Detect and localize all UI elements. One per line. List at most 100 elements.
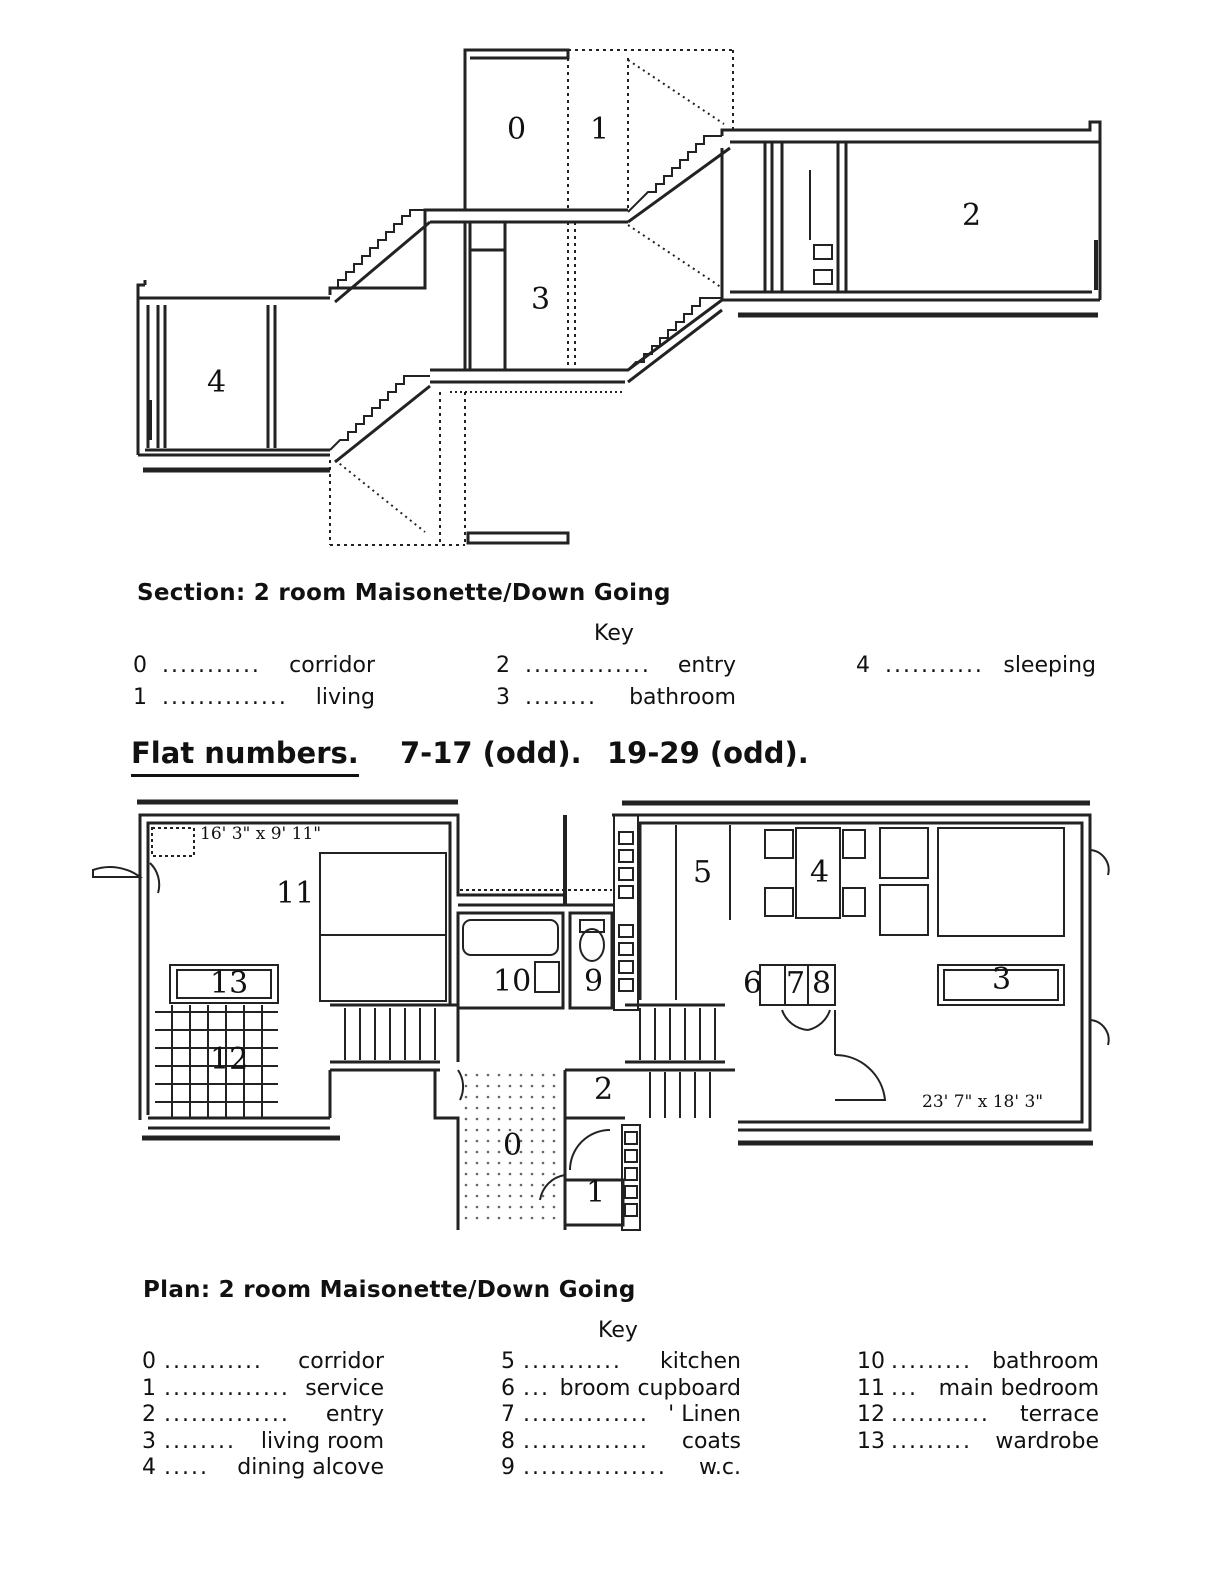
plan-label-12: 12 — [210, 1042, 249, 1077]
key-name: w.c. — [698, 1455, 741, 1480]
key-number: 0 — [133, 653, 147, 678]
plan-corridor-dots — [464, 1073, 556, 1220]
key-number: 10 — [857, 1349, 885, 1374]
section-corridor-tower — [463, 48, 734, 210]
section-label-2: 2 — [962, 198, 982, 233]
key-number: 11 — [857, 1375, 885, 1401]
key-name: entry — [677, 653, 736, 678]
section-room-4 — [136, 280, 330, 473]
plan-key-row: 6...broom cupboard — [501, 1376, 741, 1401]
plan-corridor — [433, 1005, 625, 1230]
plan-ducts — [613, 814, 641, 1231]
key-number: 4 — [856, 653, 870, 678]
plan-label-1: 1 — [586, 1175, 606, 1210]
key-dots: ........... — [891, 1402, 990, 1427]
key-number: 9 — [501, 1455, 515, 1480]
plan-label-10: 10 — [493, 964, 532, 999]
plan-key-row: 12........... terrace — [857, 1402, 1099, 1427]
key-number: 13 — [857, 1428, 885, 1454]
plan-living-block — [612, 813, 1110, 1132]
plan-label-6: 6 — [743, 966, 763, 1001]
key-number: 8 — [501, 1428, 515, 1454]
plan-label-3: 3 — [992, 962, 1012, 997]
key-name: dining alcove — [237, 1455, 384, 1480]
key-name: entry — [325, 1402, 384, 1427]
key-name: broom cupboard — [559, 1375, 741, 1401]
plan-key-row: 11... main bedroom — [857, 1376, 1099, 1401]
key-number: 3 — [142, 1428, 156, 1454]
section-caption: Section: 2 room Maisonette/Down Going — [137, 580, 671, 606]
flat-numbers-label: Flat numbers. — [131, 736, 359, 777]
key-dots: ..... — [164, 1455, 209, 1480]
key-dots: .............. — [162, 685, 288, 710]
plan-stairs — [328, 1003, 735, 1118]
plan-label-8: 8 — [812, 966, 832, 1001]
plan-bedroom-block — [92, 813, 565, 1130]
plan-label-2: 2 — [594, 1072, 614, 1107]
section-stair-upper — [627, 59, 731, 289]
flat-range-b: 19-29 (odd). — [607, 736, 809, 770]
living-dimension: 23' 7" x 18' 3" — [922, 1092, 1044, 1112]
plan-key-row: 7..............' Linen — [501, 1402, 741, 1427]
plan-label-5: 5 — [693, 855, 713, 890]
plan-key-row: 10.........bathroom — [857, 1349, 1099, 1374]
section-stair-middle — [330, 209, 723, 384]
key-number: 2 — [496, 653, 510, 678]
key-number: 6 — [501, 1375, 515, 1401]
key-dots: .............. — [525, 653, 651, 678]
section-stair-lower — [329, 375, 570, 546]
key-number: 2 — [142, 1402, 156, 1427]
key-name: corridor — [289, 653, 375, 678]
section-label-0: 0 — [507, 112, 527, 147]
key-name: living room — [260, 1428, 384, 1454]
key-dots: .............. — [523, 1428, 649, 1454]
plan-key-row: 4..... dining alcove — [142, 1455, 384, 1480]
key-number: 4 — [142, 1455, 156, 1480]
key-number: 7 — [501, 1402, 515, 1427]
key-dots: ................ — [523, 1455, 667, 1480]
key-dots: ......... — [891, 1428, 972, 1454]
key-dots: ........... — [162, 653, 261, 678]
section-key-row: 3 ........ bathroom — [496, 685, 736, 710]
key-name: coats — [681, 1428, 741, 1454]
bedroom-dimension: 16' 3" x 9' 11" — [200, 824, 322, 844]
key-dots: ........ — [164, 1428, 236, 1454]
plan-key-row: 13......... wardrobe — [857, 1429, 1099, 1454]
key-name: main bedroom — [938, 1375, 1099, 1401]
key-dots: ........... — [885, 653, 984, 678]
key-name: sleeping — [1003, 653, 1096, 678]
key-name: corridor — [298, 1349, 384, 1374]
key-name: ' Linen — [668, 1402, 741, 1427]
flat-range-a: 7-17 (odd). — [400, 736, 582, 770]
plan-key-row: 8.............. coats — [501, 1429, 741, 1454]
key-dots: ... — [891, 1375, 918, 1401]
section-key-title: Key — [594, 621, 634, 646]
plan-caption: Plan: 2 room Maisonette/Down Going — [143, 1277, 636, 1303]
plan-key-row: 0...........corridor — [142, 1349, 384, 1374]
key-number: 1 — [133, 685, 147, 710]
key-number: 5 — [501, 1349, 515, 1374]
plan-label-4: 4 — [810, 855, 830, 890]
key-name: wardrobe — [995, 1428, 1099, 1454]
section-key-row: 4 ........... sleeping — [856, 653, 1096, 678]
key-name: terrace — [1020, 1402, 1099, 1427]
section-label-3: 3 — [531, 282, 551, 317]
plan-label-7: 7 — [786, 966, 806, 1001]
plan-key-row: 9................ w.c. — [501, 1455, 741, 1480]
key-dots: ........ — [525, 685, 597, 710]
key-name: living — [315, 685, 375, 710]
plan-key-title: Key — [598, 1318, 638, 1343]
plan-label-13: 13 — [210, 966, 249, 1001]
plan-key-row: 3........ living room — [142, 1429, 384, 1454]
section-drawing — [136, 48, 1102, 546]
plan-bathroom-block — [456, 815, 615, 1010]
section-key-row: 0 ........... corridor — [133, 653, 375, 678]
plan-label-9: 9 — [584, 964, 604, 999]
plan-label-0: 0 — [503, 1128, 523, 1163]
key-number: 12 — [857, 1402, 885, 1427]
key-dots: .............. — [164, 1375, 290, 1401]
section-label-1: 1 — [590, 112, 610, 147]
key-number: 3 — [496, 685, 510, 710]
key-dots: ......... — [891, 1349, 972, 1374]
